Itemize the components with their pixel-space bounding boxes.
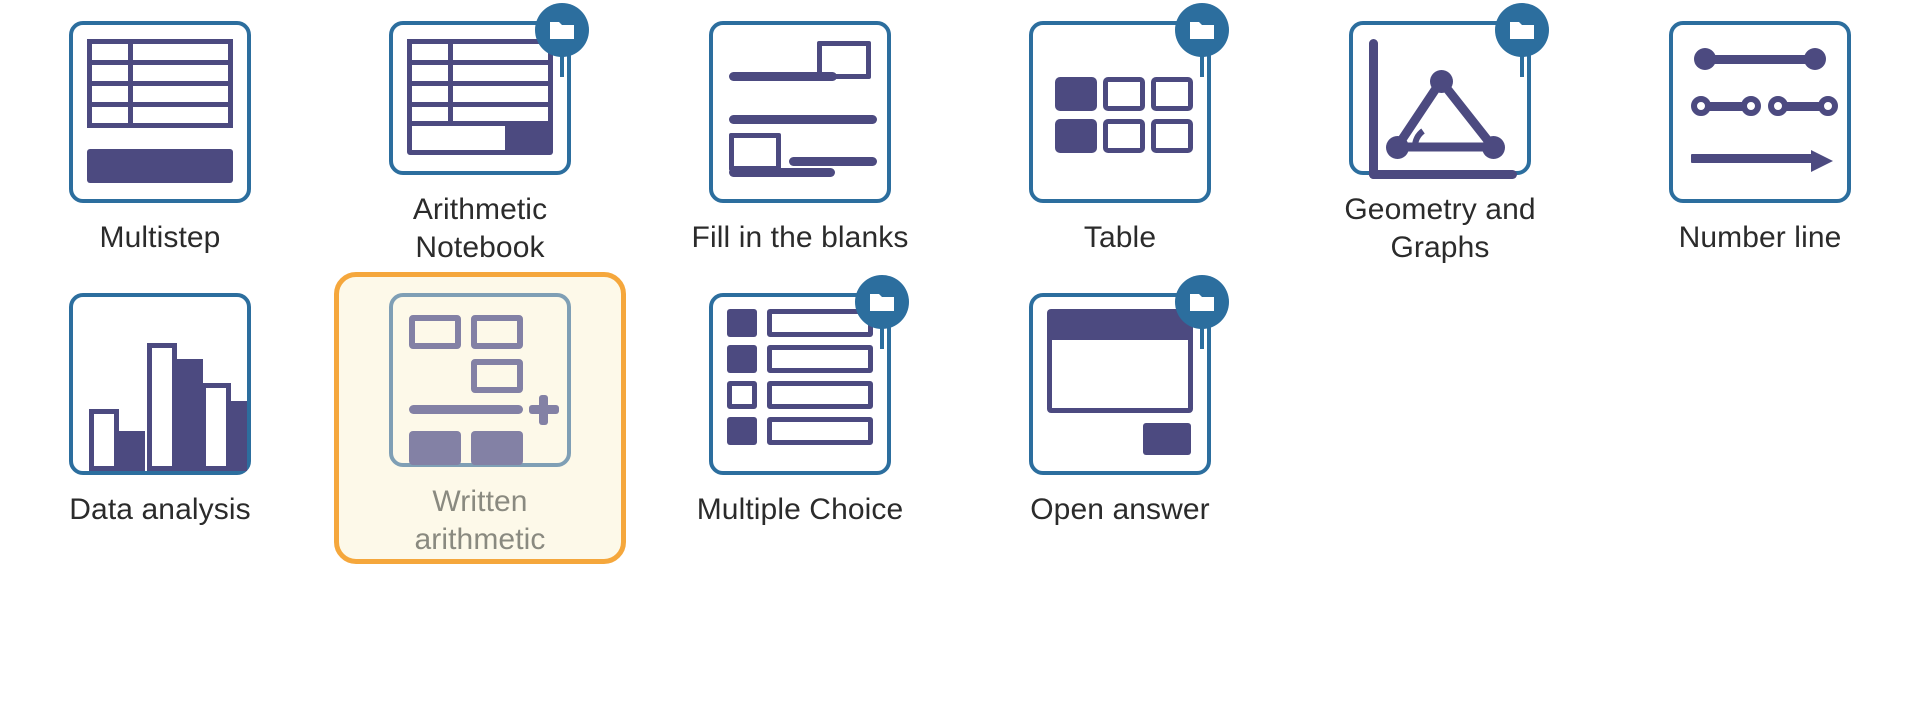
choice-text-4	[767, 417, 873, 445]
plus-icon	[529, 395, 559, 425]
folder-badge-icon	[1175, 3, 1229, 77]
card-label: Data analysis	[69, 493, 251, 526]
card-data-analysis[interactable]: Data analysis	[14, 272, 306, 544]
choice-text-2	[767, 345, 873, 373]
bar-5	[201, 383, 231, 471]
endpoint-open-b1	[1768, 96, 1788, 116]
x-axis	[1369, 170, 1517, 179]
geometry-graphs-icon	[1349, 3, 1549, 179]
division-rule-line	[409, 405, 523, 414]
endpoint-open-b2	[1818, 96, 1838, 116]
segment-closed	[1703, 55, 1815, 64]
answer-text-area	[1047, 335, 1193, 413]
fill-in-the-blanks-icon	[709, 21, 891, 203]
notebook-input-field	[407, 121, 511, 155]
vertex-right	[1482, 136, 1505, 159]
card-label: Multistep	[99, 221, 221, 254]
table-cell-r2c2	[1103, 119, 1145, 153]
card-multiple-choice[interactable]: Multiple Choice	[654, 272, 946, 544]
card-table[interactable]: Table	[974, 0, 1266, 272]
card-label: Number line	[1678, 221, 1842, 254]
answer-submit-block	[1143, 423, 1191, 455]
operand-box-1	[409, 315, 461, 349]
card-geometry-graphs[interactable]: Geometry and Graphs	[1294, 0, 1586, 272]
table-cell-r1c1	[1055, 77, 1097, 111]
multistep-table	[87, 39, 233, 128]
card-open-answer[interactable]: Open answer	[974, 272, 1266, 544]
notebook-submit-block	[505, 121, 553, 155]
card-label: Fill in the blanks	[691, 221, 909, 254]
data-analysis-icon	[69, 293, 251, 475]
result-box-2	[471, 431, 523, 465]
text-line-3	[789, 157, 877, 166]
text-line-2	[729, 115, 877, 124]
card-label: Geometry and Graphs	[1344, 193, 1536, 264]
card-label: Multiple Choice	[696, 493, 904, 526]
open-answer-icon	[1029, 275, 1229, 475]
card-label: Table	[1083, 221, 1157, 254]
card-number-line[interactable]: Number line	[1614, 0, 1906, 272]
choice-marker-3	[727, 381, 757, 409]
blank-box-mid	[729, 133, 781, 171]
bar-1	[89, 409, 119, 471]
table-cell-r1c3	[1151, 77, 1193, 111]
operand-box-3	[471, 359, 523, 393]
card-fill-in-the-blanks[interactable]: Fill in the blanks	[654, 0, 946, 272]
written-arithmetic-icon	[389, 293, 571, 467]
bar-2	[117, 431, 145, 471]
card-multistep[interactable]: Multistep	[14, 0, 306, 272]
vertex-apex	[1430, 70, 1453, 93]
card-arithmetic-notebook[interactable]: Arithmetic Notebook	[334, 0, 626, 272]
multiple-choice-icon	[709, 275, 909, 475]
result-box-1	[409, 431, 461, 465]
card-label: Arithmetic Notebook	[412, 193, 548, 264]
triangle-shape	[1392, 76, 1498, 152]
endpoint-open-a1	[1691, 96, 1711, 116]
text-line-4	[729, 168, 835, 177]
card-written-arithmetic[interactable]: Written arithmetic	[334, 272, 626, 564]
operand-box-2	[471, 315, 523, 349]
axis-ray	[1691, 154, 1819, 163]
table-cell-r2c1	[1055, 119, 1097, 153]
card-label: Open answer	[1030, 493, 1210, 526]
segment-open-a	[1701, 102, 1751, 111]
bar-3	[147, 343, 177, 471]
choice-marker-1	[727, 309, 757, 337]
choice-marker-2	[727, 345, 757, 373]
arithmetic-notebook-icon	[389, 3, 589, 175]
number-line-icon	[1669, 21, 1851, 203]
table-icon	[1029, 3, 1229, 203]
notebook-table	[407, 39, 553, 128]
endpoint-open-a2	[1741, 96, 1761, 116]
y-axis	[1369, 39, 1378, 179]
choice-text-1	[767, 309, 873, 337]
arrow-head-icon	[1811, 150, 1833, 172]
endpoint-filled-left	[1694, 48, 1716, 70]
table-cell-r2c3	[1151, 119, 1193, 153]
bar-6	[229, 401, 247, 471]
endpoint-filled-right	[1804, 48, 1826, 70]
table-cell-r1c2	[1103, 77, 1145, 111]
multistep-answer-bar	[87, 149, 233, 183]
bar-4	[175, 359, 203, 471]
text-line-1	[729, 72, 837, 81]
segment-open-b	[1778, 102, 1828, 111]
choice-marker-4	[727, 417, 757, 445]
question-type-grid: Multistep Arithmetic Notebook	[14, 0, 1918, 564]
vertex-left	[1386, 136, 1409, 159]
choice-text-3	[767, 381, 873, 409]
multistep-icon	[69, 21, 251, 203]
answer-header-bar	[1047, 309, 1193, 339]
card-label: Written arithmetic	[414, 485, 546, 556]
